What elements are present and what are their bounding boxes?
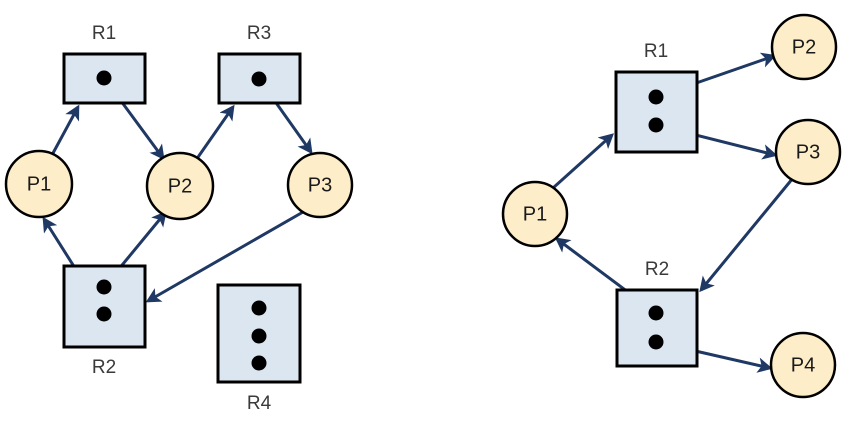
left-resource-box-r3[interactable]	[217, 52, 302, 105]
left-resource-r2[interactable]: R2	[62, 264, 147, 378]
left-process-p3[interactable]: P3	[286, 151, 354, 219]
left-edge-line-p1-r1	[50, 104, 80, 156]
right-process-circle-p4[interactable]	[769, 331, 837, 399]
right-process-p2[interactable]: P2	[770, 13, 838, 81]
right-process-p1[interactable]: P1	[501, 180, 569, 248]
left-resource-box-r2[interactable]	[62, 264, 147, 349]
right-process-circle-p3[interactable]	[774, 118, 842, 186]
left-process-circle-p1[interactable]	[4, 149, 74, 219]
left-edge-p3-r2	[145, 206, 311, 303]
right-edge-line-p1-r1	[551, 133, 615, 190]
left-edge-p1-r1	[50, 104, 80, 156]
left-resource-instance-dot-r4-2	[251, 328, 267, 344]
left-resource-instance-dot-r4-3	[251, 355, 267, 371]
right-resource-box-r2[interactable]	[615, 288, 699, 368]
left-process-label-p3: P3	[308, 174, 332, 196]
right-process-p3[interactable]: P3	[774, 118, 842, 186]
right-process-label-p2: P2	[792, 36, 816, 58]
left-resource-r1[interactable]: R1	[62, 23, 147, 105]
left-resource-r4[interactable]: R4	[216, 283, 302, 414]
right-process-label-p1: P1	[523, 203, 547, 225]
left-resource-instance-dot-r2-1	[96, 279, 112, 295]
left-resource-r3[interactable]: R3	[217, 23, 302, 105]
left-resource-instance-dot-r1-1	[96, 70, 112, 86]
left-resource-instance-dot-r4-1	[251, 300, 267, 316]
left-edge-line-p2-r3	[194, 104, 235, 161]
left-resource-instance-dot-r2-2	[96, 306, 112, 322]
right-resource-instance-dot-r1-2	[648, 117, 664, 133]
left-resource-label-r4: R4	[247, 393, 272, 414]
right-process-circle-p2[interactable]	[770, 13, 838, 81]
left-edge-line-p3-r2	[145, 206, 311, 303]
left-process-circle-p2[interactable]	[145, 151, 215, 221]
left-process-p1[interactable]: P1	[4, 149, 74, 219]
left-resource-label-r1: R1	[92, 23, 116, 44]
right-edge-line-p3-r2	[699, 177, 795, 293]
right-resource-box-r1[interactable]	[614, 70, 699, 154]
left-process-label-p2: P2	[168, 175, 192, 197]
left-process-label-p1: P1	[27, 173, 51, 195]
right-process-circle-p1[interactable]	[501, 180, 569, 248]
left-process-p2[interactable]: P2	[145, 151, 215, 221]
left-resource-label-r2: R2	[92, 357, 116, 378]
right-resource-label-r2: R2	[645, 259, 669, 280]
right-resource-r1[interactable]: R1	[614, 41, 699, 154]
right-resource-instance-dot-r2-1	[648, 305, 664, 321]
right-resource-instance-dot-r1-1	[648, 89, 664, 105]
right-edge-p3-r2	[699, 177, 795, 293]
right-process-p4[interactable]: P4	[769, 331, 837, 399]
right-resource-r2[interactable]: R2	[615, 259, 699, 368]
right-resource-label-r1: R1	[644, 41, 668, 62]
left-process-circle-p3[interactable]	[286, 151, 354, 219]
right-edge-p1-r1	[551, 133, 615, 190]
left-resource-instance-dot-r3-1	[251, 71, 267, 87]
left-resource-label-r3: R3	[247, 23, 271, 44]
right-process-label-p4: P4	[791, 354, 815, 376]
right-process-label-p3: P3	[796, 141, 820, 163]
left-edge-p2-r3	[194, 104, 235, 161]
right-resource-instance-dot-r2-2	[648, 334, 664, 350]
